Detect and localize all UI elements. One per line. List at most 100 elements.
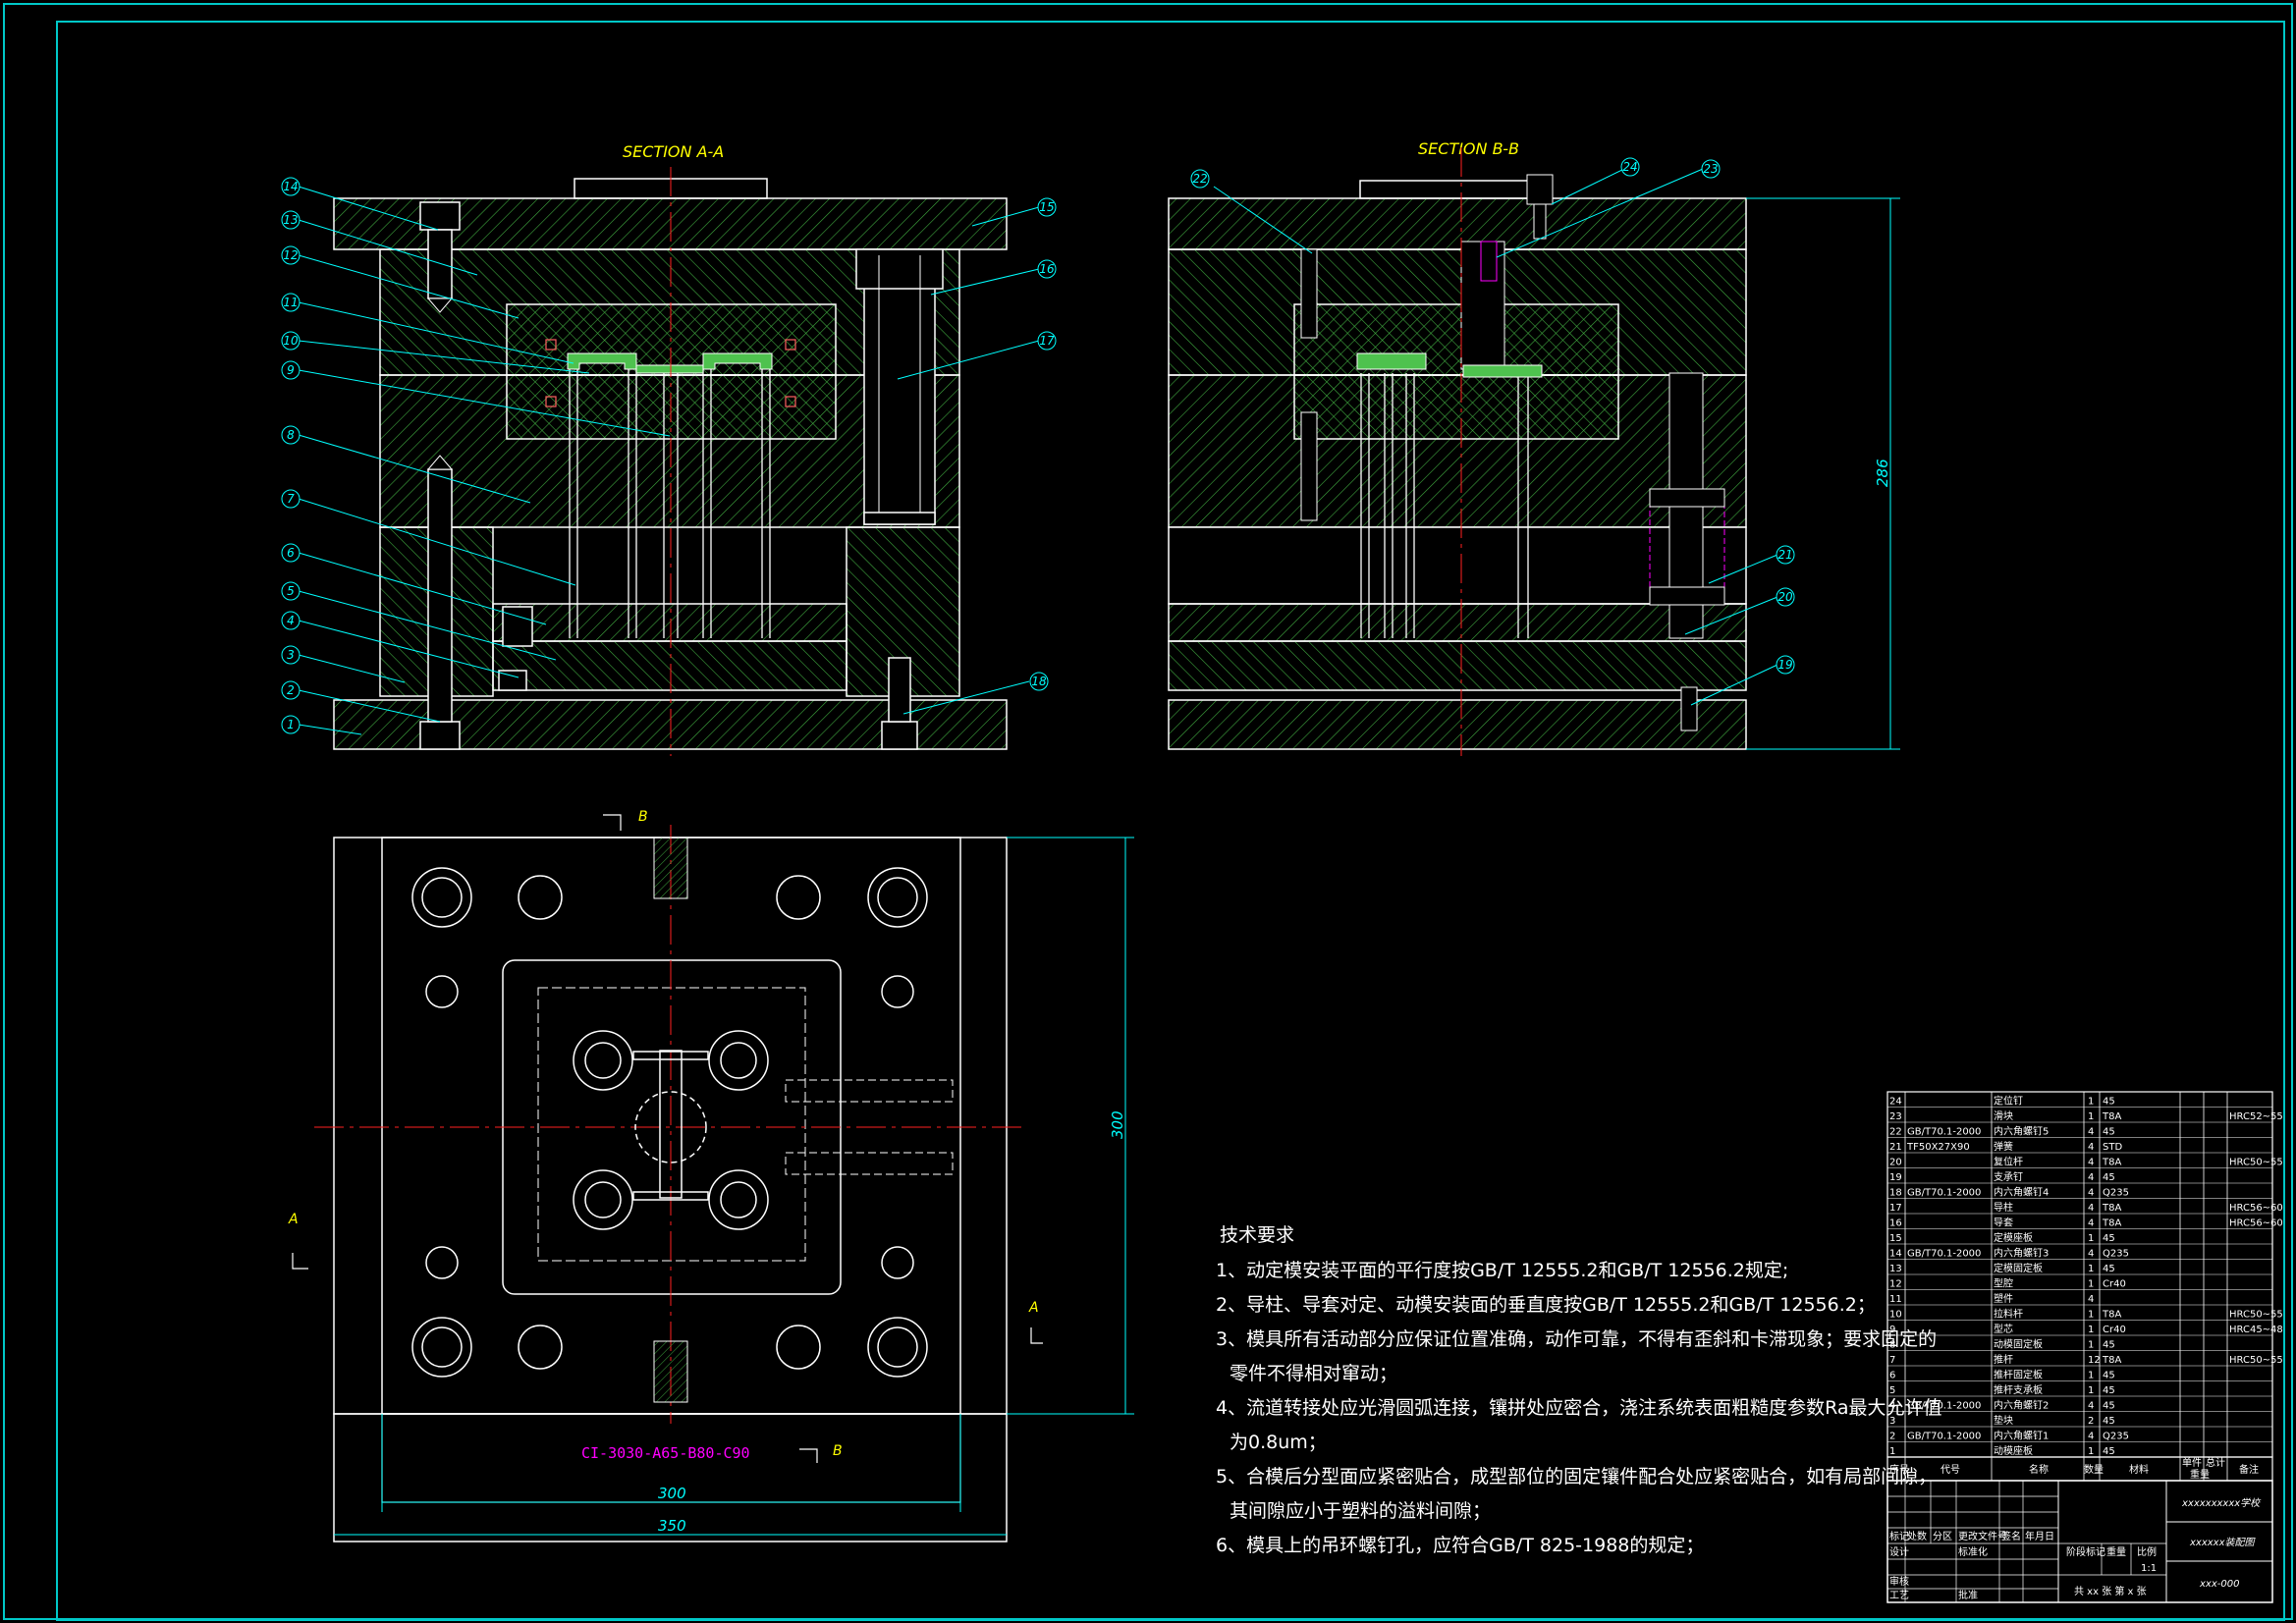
- bom-note: HRC45~48: [2229, 1325, 2283, 1335]
- bom-material: 45: [2103, 1371, 2115, 1381]
- tb-scale-value: 1:1: [2141, 1563, 2157, 1574]
- tech-req-line: 1、动定模安装平面的平行度按GB/T 12555.2和GB/T 12556.2规…: [1216, 1260, 1788, 1281]
- tb-row-label: 签名: [2001, 1530, 2021, 1542]
- bom-qty: 4: [2088, 1218, 2094, 1229]
- bom-no: 7: [1889, 1355, 1895, 1366]
- bom-header-std: 代号: [1941, 1464, 1960, 1476]
- bom-no: 6: [1889, 1371, 1895, 1381]
- bom-header-note: 备注: [2239, 1463, 2259, 1476]
- bom-material: Q235: [2103, 1432, 2129, 1442]
- balloon-number: 10: [283, 334, 299, 348]
- bom-header-weight: 重量: [2190, 1468, 2210, 1481]
- balloon-number: 14: [283, 180, 298, 193]
- bb-top-clamp-plate: [1168, 197, 1747, 250]
- bom-header-name: 名称: [2029, 1463, 2049, 1476]
- bom-name: 内六角螺钉5: [1994, 1125, 2049, 1138]
- tb-weight-label: 重量: [2106, 1545, 2126, 1558]
- bom-std: GB/T70.1-2000: [1907, 1249, 1981, 1260]
- bom-qty: 1: [2088, 1325, 2094, 1335]
- bom-no: 16: [1889, 1218, 1902, 1229]
- bom-material: 45: [2103, 1416, 2115, 1427]
- molded-part-right: [702, 352, 773, 370]
- bom-material: 45: [2103, 1233, 2115, 1244]
- technical-requirements: 技术要求 1、动定模安装平面的平行度按GB/T 12555.2和GB/T 125…: [1216, 1224, 1942, 1556]
- balloon-number: 21: [1777, 548, 1792, 562]
- bom-qty: 4: [2088, 1188, 2094, 1199]
- tb-scale-label: 比例: [2137, 1545, 2157, 1558]
- bom-no: 19: [1889, 1172, 1902, 1183]
- inner-frame: [56, 21, 2285, 1621]
- balloon-6: 6: [281, 543, 301, 563]
- bom-no: 21: [1889, 1142, 1902, 1153]
- bom-name: 内六角螺钉3: [1994, 1247, 2049, 1260]
- balloon-17: 17: [1037, 331, 1057, 351]
- bom-std: GB/T70.1-2000: [1907, 1127, 1981, 1138]
- bom-qty: 1: [2088, 1310, 2094, 1321]
- bom-qty: 4: [2088, 1203, 2094, 1214]
- balloon-22: 22: [1190, 169, 1210, 189]
- balloon-number: 12: [283, 248, 298, 262]
- bom-material: T8A: [2102, 1111, 2121, 1122]
- tech-req-line: 零件不得相对窜动；: [1230, 1363, 1397, 1384]
- bb-bottom-clamp-plate: [1168, 699, 1747, 750]
- bom-material: T8A: [2102, 1203, 2121, 1214]
- balloon-number: 20: [1777, 590, 1793, 604]
- balloon-15: 15: [1037, 197, 1057, 217]
- balloon-12: 12: [281, 245, 301, 265]
- balloon-number: 8: [287, 428, 295, 442]
- bom-name: 支承钉: [1994, 1171, 2023, 1183]
- bom-qty: 1: [2088, 1279, 2094, 1290]
- bom-no: 4: [1889, 1401, 1895, 1412]
- bom-material: Cr40: [2103, 1325, 2126, 1335]
- bom-qty: 1: [2088, 1097, 2094, 1108]
- balloon-number: 17: [1039, 334, 1055, 348]
- bom-name: 推杆支承板: [1994, 1383, 2043, 1396]
- balloon-number: 9: [287, 363, 295, 377]
- balloon-1: 1: [281, 715, 301, 734]
- balloon-23: 23: [1701, 159, 1721, 179]
- bom-material: 45: [2103, 1401, 2115, 1412]
- bom-qty: 1: [2088, 1446, 2094, 1457]
- title-block: 标记 处数 分区 更改文件号 签名 年月日 设计 审核 工艺 标准化 批准 阶段…: [1886, 1480, 2273, 1603]
- bom-material: T8A: [2102, 1310, 2121, 1321]
- bom-material: 45: [2103, 1340, 2115, 1351]
- tb-row-label: 分区: [1933, 1531, 1952, 1542]
- tb-left-label: 工艺: [1889, 1590, 1909, 1601]
- bom-qty: 1: [2088, 1264, 2094, 1274]
- section-bb-title: SECTION B-B: [1418, 139, 1519, 158]
- balloon-9: 9: [281, 360, 301, 380]
- tech-req-line: 4、流道转接处应光滑圆弧连接，镶拼处应密合，浇注系统表面粗糙度参数Ra最大允许值: [1216, 1397, 1942, 1419]
- bom-no: 9: [1889, 1325, 1895, 1335]
- balloon-number: 1: [287, 718, 295, 731]
- section-mark-b-top: B: [638, 809, 648, 825]
- bom-note: HRC56~60: [2229, 1203, 2283, 1214]
- balloon-number: 16: [1039, 262, 1055, 276]
- bom-no: 17: [1889, 1203, 1902, 1214]
- balloon-number: 15: [1039, 200, 1054, 214]
- bom-name: 内六角螺钉4: [1994, 1186, 2049, 1199]
- bom-material: 45: [2103, 1446, 2115, 1457]
- mold-base-code: CI-3030-A65-B80-C90: [581, 1444, 750, 1462]
- bom-qty: 4: [2088, 1401, 2094, 1412]
- balloon-10: 10: [281, 331, 301, 351]
- bom-header-single: 单件: [2182, 1457, 2202, 1469]
- tb-drawing-no: xxx-000: [2199, 1579, 2239, 1590]
- balloon-number: 7: [287, 492, 295, 506]
- bom-qty: 1: [2088, 1340, 2094, 1351]
- bom-name: 导柱: [1994, 1201, 2013, 1214]
- bom-no: 23: [1889, 1111, 1902, 1122]
- bom-material: T8A: [2102, 1218, 2121, 1229]
